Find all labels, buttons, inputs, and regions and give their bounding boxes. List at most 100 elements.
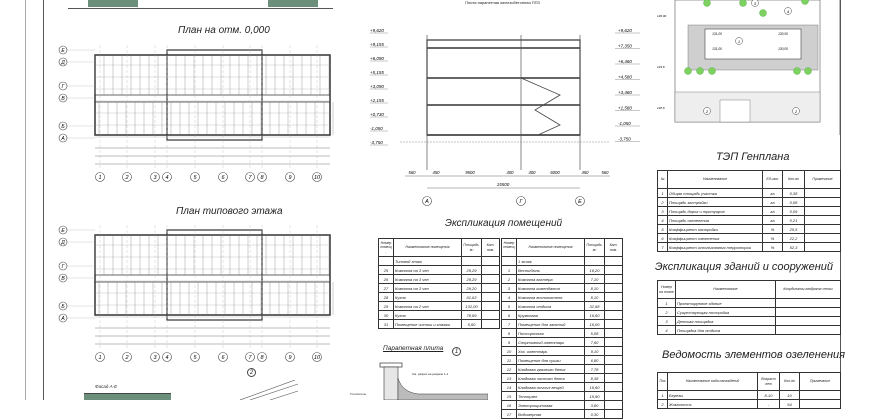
- tree-icon: [708, 67, 716, 75]
- table-cell: 29,29: [461, 274, 482, 284]
- table-cell: 7,60: [584, 337, 605, 347]
- table-cell: Теплоузел: [516, 391, 585, 401]
- table-cell: 1: [657, 390, 668, 400]
- column-header: Площадь, м²: [461, 238, 482, 257]
- table-cell: [604, 292, 623, 302]
- table-cell: -: [757, 399, 780, 409]
- site-elevation: 131,00: [712, 32, 722, 36]
- axis-label: 3: [153, 175, 157, 181]
- axis-label: В: [61, 276, 65, 282]
- axis-label: 8: [260, 355, 264, 361]
- axis-marker-let: [58, 313, 68, 323]
- axis-label: 2: [124, 355, 128, 361]
- table-cell: [799, 390, 841, 400]
- explication-title: Экспликация помещений: [445, 218, 563, 229]
- axis-marker: [516, 196, 526, 206]
- column-header: Наименование: [675, 280, 776, 299]
- axis-marker-num: [95, 352, 105, 362]
- axis-label: Б: [61, 304, 65, 310]
- axis-marker-num: [312, 172, 322, 182]
- table-cell: [604, 328, 623, 338]
- axis-marker-let: [58, 93, 68, 103]
- table-cell: [604, 373, 623, 383]
- table-cell: 2: [657, 399, 668, 409]
- tree-icon: [793, 67, 801, 75]
- facade-title: Фасад А-Е: [95, 384, 118, 389]
- buildings-title: Экспликация зданий и сооружений: [655, 261, 834, 273]
- table-cell: Комната вахтера: [516, 274, 585, 284]
- site-mark: 1: [738, 39, 740, 44]
- table-cell: Коэффициент использования территории: [667, 242, 763, 252]
- table-cell: 3: [501, 283, 517, 293]
- table-cell: 8,10: [584, 292, 605, 302]
- axis-marker-num: [190, 172, 200, 182]
- table-cell: Комната на 3 чел: [393, 265, 462, 275]
- table-cell: 0,38: [782, 188, 805, 198]
- table-cell: Площадка для отдыха: [675, 325, 776, 335]
- parapet-detail: [379, 362, 488, 400]
- table-cell: 25,5: [782, 224, 805, 234]
- table-cell: [481, 265, 500, 275]
- axis-marker-num: [312, 352, 322, 362]
- stair-detail: [240, 380, 299, 400]
- table-cell: Проектируемое здание: [675, 298, 776, 308]
- dimension-label: 560: [602, 170, 610, 175]
- parapet-note: См. разрез на разрезе 1-1: [412, 372, 449, 376]
- table-cell: 16,00: [584, 319, 605, 329]
- table-cell: [604, 364, 623, 374]
- table-cell: 54: [779, 399, 800, 409]
- site-level: 129,8: [657, 65, 665, 69]
- table-cell: 10: [501, 346, 517, 356]
- table-cell: Березы: [667, 390, 758, 400]
- table-cell: Вестибюль: [516, 265, 585, 275]
- table-cell: [481, 283, 500, 293]
- table-cell: [604, 409, 623, 419]
- table-cell: Помещение для занятий: [516, 319, 585, 329]
- site-elevation: 130,00: [778, 32, 788, 36]
- table-cell: 16,60: [584, 310, 605, 320]
- table-cell: Существующая постройка: [675, 307, 776, 317]
- column-header: Наименование помещения: [393, 238, 462, 257]
- axis-marker-let: [58, 133, 68, 143]
- table-cell: [604, 274, 623, 284]
- table-cell: 29: [378, 301, 394, 311]
- table-cell: [604, 355, 623, 365]
- table-cell: 0,09: [782, 206, 805, 216]
- table-cell: Коэффициент озеленения: [667, 233, 763, 243]
- table-cell: Кладовая личных вещей: [516, 382, 585, 392]
- table-cell: [604, 391, 623, 401]
- axis-marker-let: [58, 261, 68, 271]
- table-cell: [604, 265, 623, 275]
- table-cell: %: [762, 233, 783, 243]
- axis-label: А: [424, 199, 429, 205]
- table-cell: 12: [501, 364, 517, 374]
- axis-marker-num: [257, 172, 267, 182]
- table-cell: 5: [501, 301, 517, 311]
- axis-label: Г: [520, 199, 524, 205]
- table-cell: 6,80: [584, 355, 605, 365]
- table-cell: 29,20: [461, 283, 482, 293]
- table-cell: [481, 310, 500, 320]
- site-mark: 4: [787, 9, 790, 14]
- column-header: Примечание: [804, 170, 841, 189]
- column-header: Площадь, м²: [584, 238, 605, 257]
- table-cell: [481, 256, 500, 266]
- axis-marker-num: [122, 172, 132, 182]
- table-cell: 1: [657, 298, 676, 308]
- tree-icon: [804, 67, 812, 75]
- tree-icon: [703, 0, 711, 7]
- table-cell: [804, 197, 841, 207]
- table-cell: Общая площадь участка: [667, 188, 763, 198]
